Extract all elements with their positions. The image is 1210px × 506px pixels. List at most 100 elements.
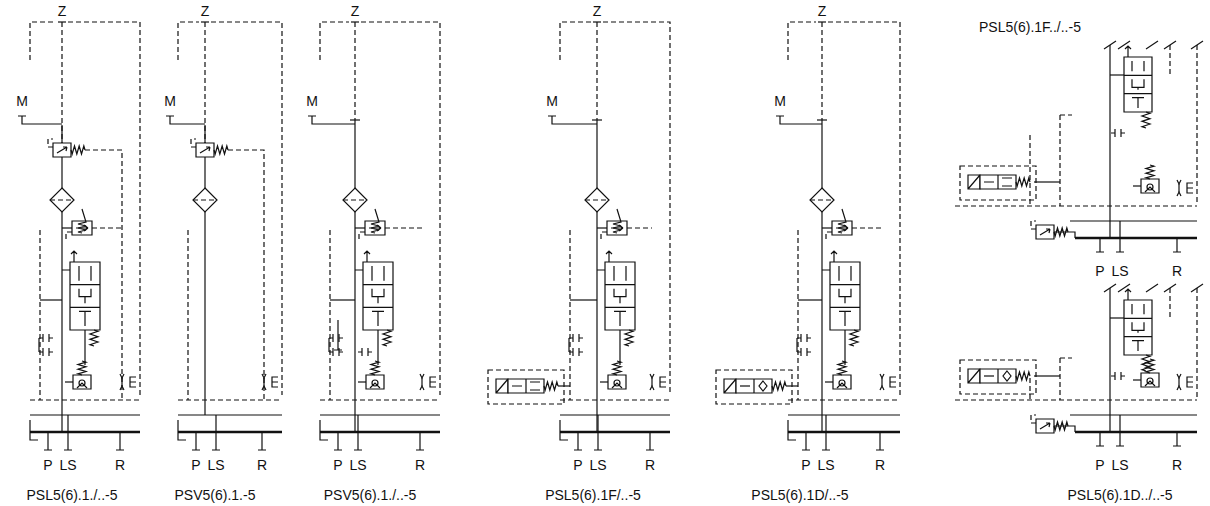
hydraulic-line bbox=[822, 227, 832, 228]
valve-seat bbox=[370, 383, 380, 388]
port-line bbox=[578, 415, 650, 450]
valve-section-detail bbox=[955, 41, 1203, 252]
port-label: M bbox=[305, 94, 319, 109]
pilot-line bbox=[627, 227, 652, 228]
spring-symbol bbox=[78, 209, 86, 233]
hydraulic-line bbox=[355, 227, 365, 228]
pilot-line bbox=[92, 227, 122, 228]
hydraulic-line bbox=[796, 338, 797, 352]
valve-body bbox=[1141, 179, 1159, 193]
drain-line bbox=[821, 22, 822, 120]
pilot-line bbox=[359, 232, 365, 242]
pressure-gallery bbox=[1075, 431, 1197, 433]
check-valve-symbol bbox=[1133, 359, 1159, 387]
drain-line bbox=[596, 22, 597, 120]
valve-housing bbox=[488, 370, 564, 404]
filter-element bbox=[50, 199, 74, 200]
hydraulic-line bbox=[263, 378, 264, 386]
flow-path bbox=[740, 385, 750, 386]
flow-path bbox=[372, 266, 384, 281]
check-valve-symbol bbox=[600, 361, 626, 389]
valve-body bbox=[608, 375, 626, 389]
pilot-line bbox=[320, 399, 440, 400]
port-label: LS bbox=[206, 458, 225, 473]
spool-division bbox=[830, 285, 860, 308]
relief-valve-symbol bbox=[191, 139, 228, 157]
flow-path bbox=[79, 266, 91, 281]
filter-diamond bbox=[810, 188, 834, 212]
spool-division bbox=[1124, 75, 1152, 93]
port-label: P bbox=[800, 458, 811, 473]
port-label: R bbox=[414, 458, 426, 473]
restrictor bbox=[39, 334, 53, 342]
spool-body bbox=[1124, 57, 1152, 112]
flow-path bbox=[1132, 79, 1144, 89]
port-label: P bbox=[332, 458, 343, 473]
flow-path bbox=[79, 289, 91, 304]
hydraulic-line bbox=[1110, 74, 1124, 75]
port-line bbox=[48, 415, 120, 450]
gauge-port-line bbox=[18, 116, 62, 124]
hydraulic-line bbox=[600, 381, 608, 382]
flow-arrow bbox=[262, 374, 266, 390]
spring-symbol bbox=[90, 330, 98, 346]
pilot-line bbox=[178, 399, 282, 400]
hydraulic-line bbox=[825, 381, 833, 382]
flow-path bbox=[512, 382, 540, 390]
solenoid-actuator bbox=[724, 379, 736, 393]
pilot-line bbox=[385, 227, 422, 228]
section-bracket bbox=[320, 420, 328, 440]
hydraulic-line bbox=[121, 378, 122, 386]
hydraulic-line bbox=[40, 299, 62, 300]
port-cap bbox=[334, 449, 424, 450]
orifice-symbol bbox=[329, 348, 343, 356]
pilot-line bbox=[329, 230, 330, 400]
port-bracket bbox=[430, 377, 436, 387]
filter-symbol bbox=[343, 188, 367, 212]
valve-housing bbox=[960, 166, 1036, 200]
main-line bbox=[354, 120, 355, 432]
main-line bbox=[1109, 288, 1110, 432]
port-label: Z bbox=[350, 4, 361, 19]
pilot-arrow bbox=[71, 251, 77, 262]
restrictor bbox=[358, 348, 372, 356]
pilot-line bbox=[788, 399, 900, 400]
port-cap bbox=[192, 449, 266, 450]
pressure-valve-symbol bbox=[66, 209, 92, 242]
flow-arrow bbox=[1177, 180, 1181, 196]
ls-gallery bbox=[560, 414, 670, 415]
model-code: PSL5(6).1D/..-5 bbox=[750, 488, 849, 503]
solenoid-valve-symbol bbox=[960, 360, 1036, 394]
hydraulic-line bbox=[1133, 185, 1141, 186]
pressure-valve-symbol bbox=[826, 209, 852, 242]
port-label: R bbox=[1171, 458, 1183, 473]
flow-arrow bbox=[120, 374, 124, 390]
port-cap bbox=[1096, 251, 1181, 252]
housing-outline bbox=[560, 22, 670, 395]
port-label: R bbox=[114, 458, 126, 473]
break-mark bbox=[1146, 284, 1158, 292]
port-label: Z bbox=[592, 4, 603, 19]
restrictor bbox=[329, 348, 343, 356]
pressure-gallery bbox=[30, 431, 140, 433]
relief-valve-symbol bbox=[1031, 415, 1068, 433]
valve-housing bbox=[960, 360, 1036, 394]
hydraulic-line bbox=[1034, 181, 1060, 182]
pilot-line bbox=[48, 139, 53, 147]
port-label: P bbox=[190, 458, 201, 473]
flow-path bbox=[1132, 98, 1144, 108]
shuttle-symbol bbox=[880, 374, 896, 390]
pilot-line bbox=[66, 232, 72, 242]
valve-body bbox=[1036, 419, 1054, 433]
hydraulic-line bbox=[1133, 379, 1141, 380]
spool-division bbox=[1124, 318, 1152, 336]
flow-path bbox=[839, 311, 851, 326]
shuttle-symbol bbox=[120, 374, 136, 390]
flow-path bbox=[372, 311, 384, 326]
pilot-line bbox=[1031, 415, 1036, 423]
pilot-line bbox=[30, 399, 140, 400]
restrictor bbox=[1111, 129, 1125, 137]
pilot-line bbox=[852, 227, 882, 228]
restrictor bbox=[797, 334, 811, 342]
restrictor bbox=[569, 348, 583, 356]
